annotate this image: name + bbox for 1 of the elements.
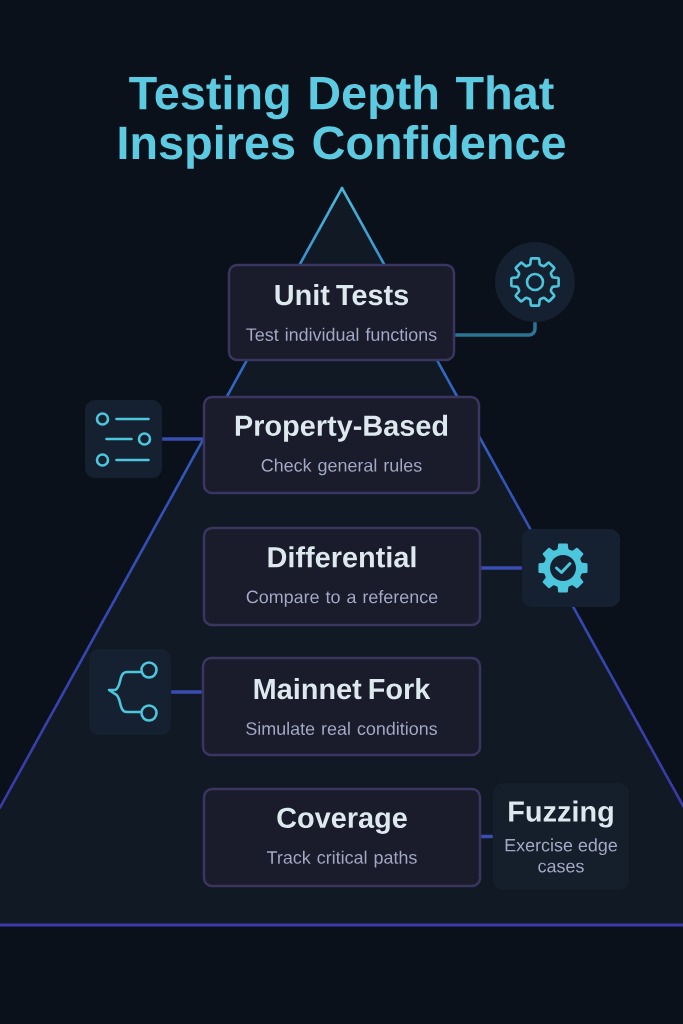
title: Testing Depth That Inspires Confidence (119, 75, 565, 169)
